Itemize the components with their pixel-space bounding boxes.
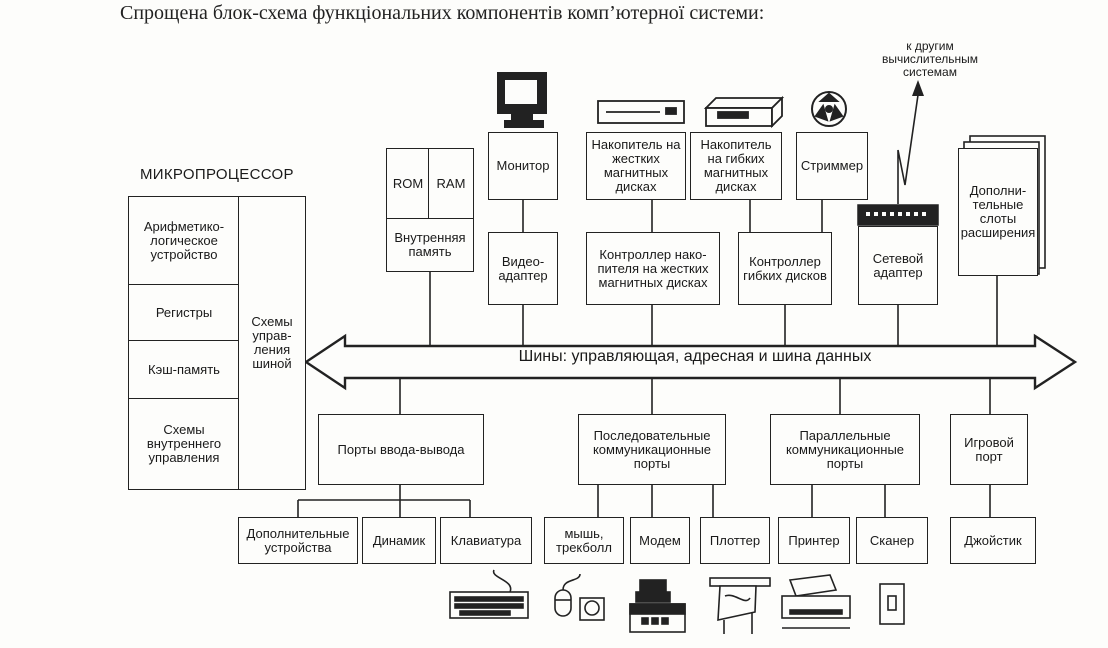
fdd-controller-box: Контроллер гибких дисков — [738, 232, 832, 305]
ram-label: RAM — [436, 176, 466, 191]
printer-icon — [781, 574, 851, 629]
fdd-controller-label: Контроллер гибких дисков — [743, 253, 827, 283]
monitor-icon — [497, 72, 547, 128]
alu-label: Арифметико-логическое устройство — [143, 219, 225, 262]
video-adapter-box: Видео-адаптер — [488, 232, 558, 305]
rom-label: ROM — [392, 176, 424, 191]
network-hub-icon — [857, 204, 939, 226]
rom-box: ROM — [386, 148, 430, 220]
registers-box: Регистры — [128, 284, 240, 342]
serial-ports-label: Последовательные коммуникационные порты — [592, 427, 712, 471]
extra-devices-label: Дополнительные устройства — [246, 525, 350, 555]
expansion-slots-box: Дополни-тельные слоты расширения — [958, 148, 1038, 276]
keyboard-label: Клавиатура — [450, 532, 522, 548]
floppy-drive-icon — [703, 95, 785, 129]
scanner-label: Сканер — [869, 532, 915, 548]
diagram-title: Спрощена блок-схема функціональних компо… — [120, 2, 765, 24]
plotter-icon — [709, 577, 771, 634]
tape-reel-icon — [811, 91, 847, 127]
network-adapter-label: Сетевой адаптер — [872, 250, 924, 280]
bus-control-label: Схемы управ-ления шиной — [251, 314, 293, 371]
io-ports-label: Порты ввода-вывода — [337, 441, 465, 457]
internal-memory-box: Внутренняя память — [386, 218, 474, 272]
speaker-label: Динамик — [372, 532, 426, 548]
registers-label: Регистры — [155, 305, 213, 320]
fdd-label: Накопитель на гибких магнитных дисках — [700, 137, 772, 194]
monitor-label: Монитор — [496, 158, 550, 173]
hard-drive-icon — [597, 100, 685, 124]
keyboard-box: Клавиатура — [440, 517, 532, 564]
microprocessor-heading: МИКРОПРОЦЕССОР — [140, 166, 294, 183]
extra-devices-box: Дополнительные устройства — [238, 517, 358, 564]
ram-box: RAM — [428, 148, 474, 220]
scanner-box: Сканер — [856, 517, 928, 564]
hdd-controller-box: Контроллер нако-пителя на жестких магнит… — [586, 232, 720, 305]
parallel-ports-label: Параллельные коммуникационные порты — [785, 427, 905, 471]
plotter-label: Плоттер — [709, 532, 761, 548]
expansion-slots-label: Дополни-тельные слоты расширения — [960, 183, 1036, 240]
hdd-box: Накопитель на жестких магнитных дисках — [586, 132, 686, 200]
mouse-icon — [554, 573, 605, 621]
serial-ports-box: Последовательные коммуникационные порты — [578, 414, 726, 485]
modem-icon — [629, 579, 686, 633]
network-adapter-box: Сетевой адаптер — [858, 226, 938, 305]
internal-memory-label: Внутренняя память — [394, 230, 466, 259]
modem-box: Модем — [630, 517, 690, 564]
game-port-label: Игровой порт — [964, 434, 1014, 464]
mouse-label: мышь, трекболл — [556, 525, 612, 555]
streamer-label: Стриммер — [800, 158, 864, 173]
bus-arrow — [303, 333, 1078, 391]
mouse-box: мышь, трекболл — [544, 517, 624, 564]
joystick-icon — [879, 583, 905, 625]
parallel-ports-box: Параллельные коммуникационные порты — [770, 414, 920, 485]
speaker-box: Динамик — [362, 517, 436, 564]
monitor-box: Монитор — [488, 132, 558, 200]
internal-control-label: Схемы внутреннего управления — [146, 422, 222, 465]
printer-box: Принтер — [778, 517, 850, 564]
modem-label: Модем — [639, 532, 681, 548]
game-port-box: Игровой порт — [950, 414, 1028, 485]
video-adapter-label: Видео-адаптер — [498, 253, 548, 283]
plotter-box: Плоттер — [700, 517, 770, 564]
cache-box: Кэш-память — [128, 340, 240, 400]
bus-control-box: Схемы управ-ления шиной — [238, 196, 306, 490]
fdd-box: Накопитель на гибких магнитных дисках — [690, 132, 782, 200]
keyboard-icon — [449, 569, 529, 619]
hdd-controller-label: Контроллер нако-пителя на жестких магнит… — [597, 246, 709, 290]
internal-control-box: Схемы внутреннего управления — [128, 398, 240, 490]
external-systems-label: к другим вычислительным системам — [881, 39, 979, 79]
io-ports-box: Порты ввода-вывода — [318, 414, 484, 485]
streamer-box: Стриммер — [796, 132, 868, 200]
hdd-label: Накопитель на жестких магнитных дисках — [591, 137, 681, 194]
joystick-box: Джойстик — [950, 517, 1036, 564]
joystick-label: Джойстик — [964, 532, 1022, 548]
cache-label: Кэш-память — [148, 362, 220, 377]
bus-label: Шины: управляющая, адресная и шина данны… — [518, 348, 872, 365]
alu-box: Арифметико-логическое устройство — [128, 196, 240, 286]
printer-label: Принтер — [788, 532, 840, 548]
